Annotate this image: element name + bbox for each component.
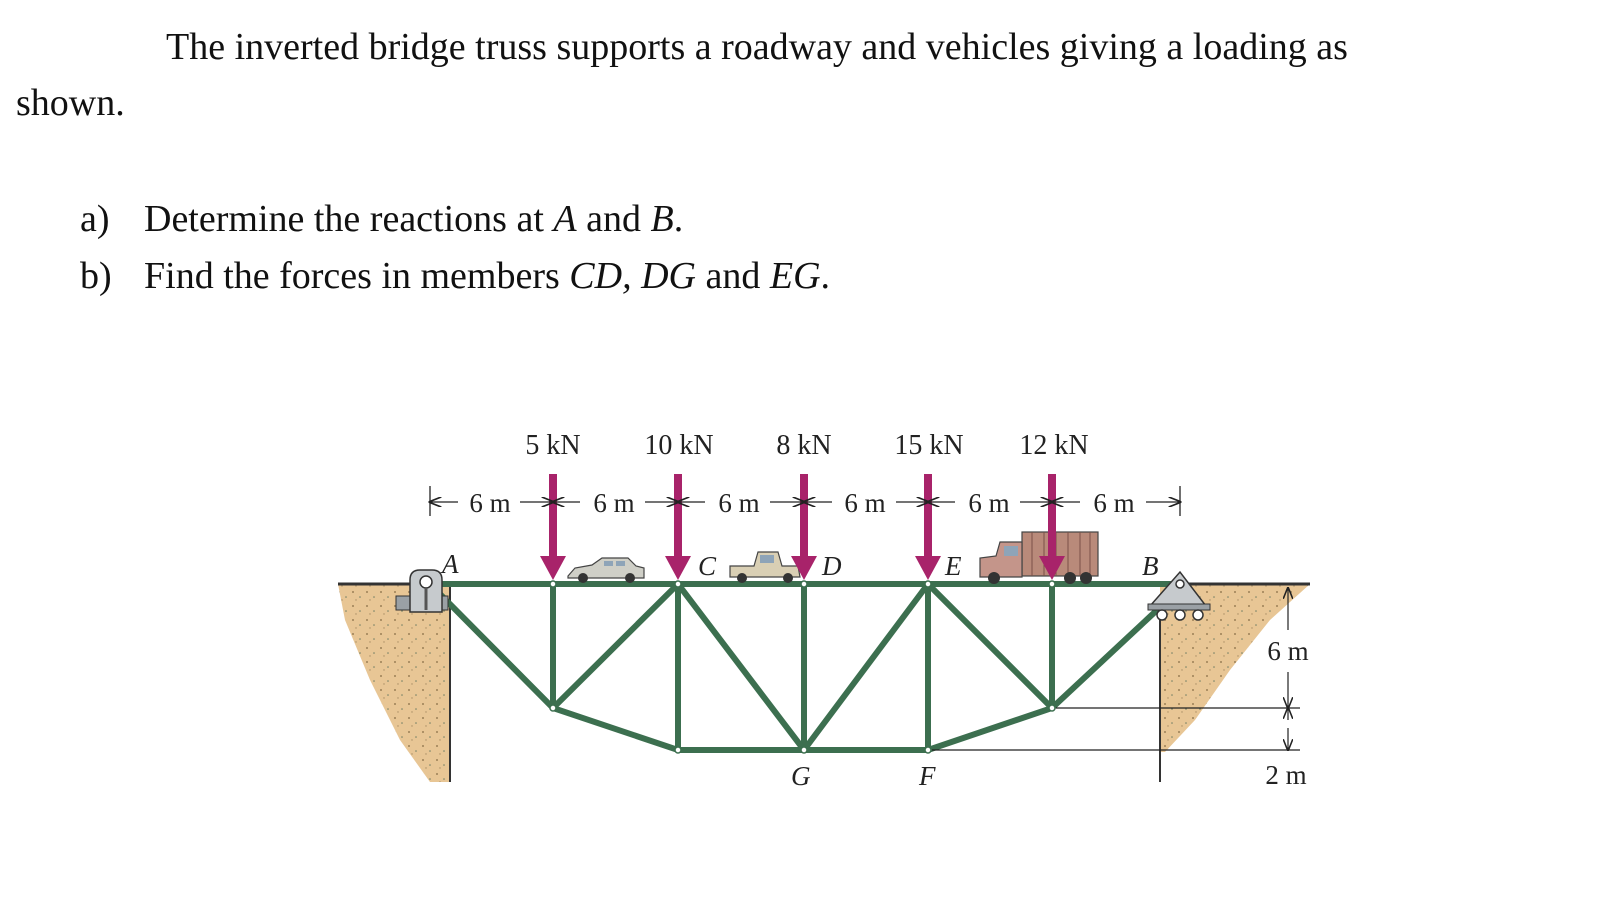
question-b-text: Find the forces in members xyxy=(144,255,570,297)
spacing-label-4: 6 m xyxy=(844,488,885,518)
depth-label-6m: 6 m xyxy=(1267,636,1308,666)
question-a-text: Determine the reactions at xyxy=(144,198,554,240)
diagonal-member-eg xyxy=(801,581,931,753)
spacing-label-6: 6 m xyxy=(1093,488,1134,518)
left-bank xyxy=(338,582,451,782)
question-a-symbol-2: B xyxy=(650,198,674,240)
load-arrow-5 xyxy=(1039,474,1065,580)
problem-intro-line1: The inverted bridge truss supports a roa… xyxy=(166,26,1348,68)
joints xyxy=(549,580,1056,754)
truss-diagram: 5 kN 10 kN 8 kN 15 kN 12 kN 6 m 6 m 6 m … xyxy=(338,430,1310,791)
load-arrow-2 xyxy=(665,474,691,580)
load-label-2: 10 kN xyxy=(644,430,713,461)
question-a-symbol-1: A xyxy=(553,198,577,240)
load-label-4: 15 kN xyxy=(894,430,963,461)
joint-label-g: G xyxy=(791,761,811,791)
pickup-truck-icon xyxy=(729,551,801,583)
car-icon xyxy=(567,557,645,583)
joint-label-c: C xyxy=(698,551,717,581)
load-arrow-1 xyxy=(540,474,566,580)
joint-label-f: F xyxy=(918,761,936,791)
joint-label-b: B xyxy=(1142,551,1159,581)
spacing-label-5: 6 m xyxy=(968,488,1009,518)
dump-truck-icon xyxy=(979,531,1099,584)
diagonal-member-1 xyxy=(550,581,681,711)
load-arrows xyxy=(540,474,1065,580)
load-label-1: 5 kN xyxy=(525,430,580,461)
truss-figure: 5 kN 10 kN 8 kN 15 kN 12 kN 6 m 6 m 6 m … xyxy=(330,415,1380,820)
load-arrow-4 xyxy=(915,474,941,580)
joint-label-a: A xyxy=(440,549,459,579)
span-dimension xyxy=(430,486,1180,516)
question-a: a) Determine the reactions at A and B. xyxy=(80,197,683,241)
question-a-label: a) xyxy=(80,198,110,240)
diagonal-member-4 xyxy=(925,581,1055,711)
question-a-connector: and xyxy=(576,198,651,240)
joint-label-d: D xyxy=(821,551,842,581)
question-b-connector: and xyxy=(695,255,770,297)
depth-label-2m: 2 m xyxy=(1265,760,1306,790)
truss-members xyxy=(427,581,1188,753)
question-b-symbol-1: CD, DG xyxy=(569,255,696,297)
diagonal-member-cg xyxy=(675,581,807,753)
question-b-symbol-2: EG xyxy=(769,255,821,297)
pin-support-a xyxy=(395,569,449,613)
question-a-end: . xyxy=(673,198,684,240)
depth-dimension xyxy=(932,588,1300,750)
load-arrow-3 xyxy=(791,474,817,580)
problem-intro-line2: shown. xyxy=(16,82,125,124)
spacing-label-1: 6 m xyxy=(469,488,510,518)
load-label-3: 8 kN xyxy=(776,430,831,461)
bottom-chord xyxy=(427,581,1188,753)
spacing-label-2: 6 m xyxy=(593,488,634,518)
spacing-label-3: 6 m xyxy=(718,488,759,518)
joint-label-e: E xyxy=(944,551,962,581)
roller-support-b xyxy=(1147,570,1211,621)
question-b: b)Find the forces in members CD, DG and … xyxy=(80,254,830,298)
question-b-label: b) xyxy=(80,255,112,297)
question-b-end: . xyxy=(820,255,831,297)
load-label-5: 12 kN xyxy=(1019,430,1088,461)
